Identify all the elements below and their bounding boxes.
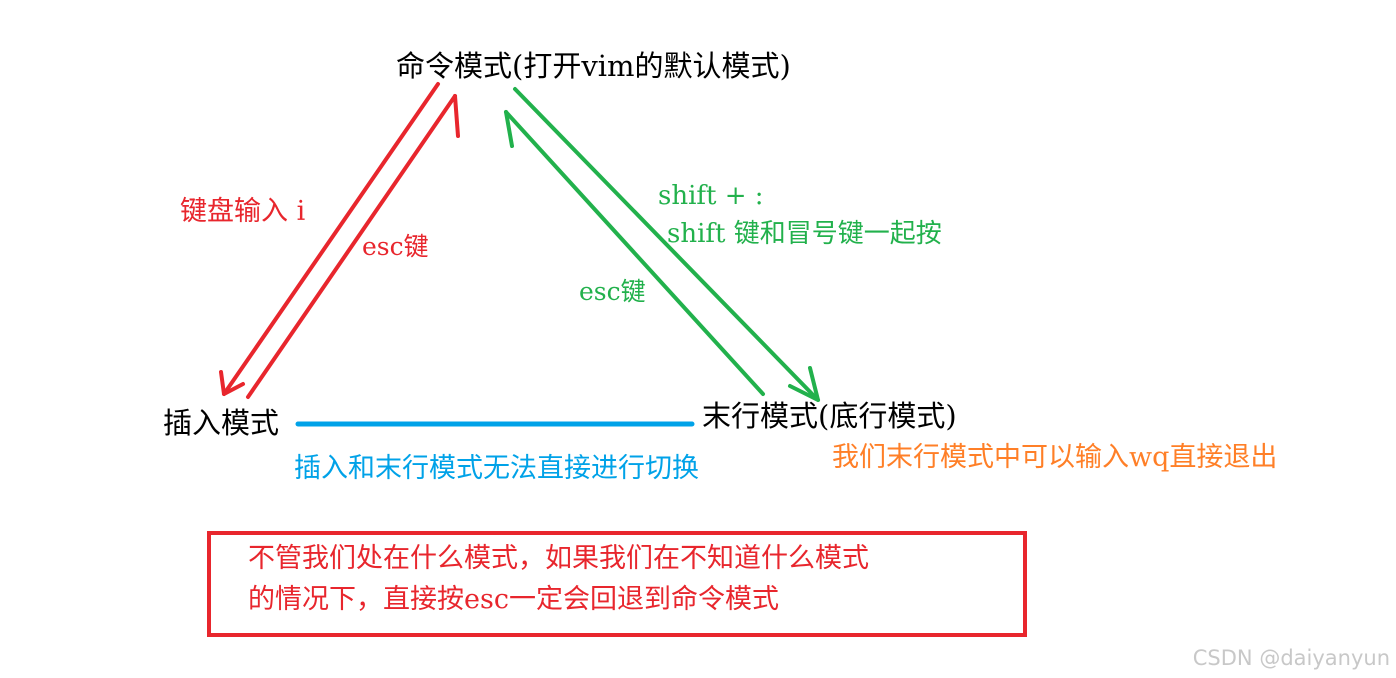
arrow-last-line-to-command	[504, 110, 765, 396]
label-shift-colon-desc: shift 键和冒号键一起按	[667, 219, 942, 249]
note-wq-exit: 我们末行模式中可以输入wq直接退出	[832, 442, 1278, 473]
note-no-direct-switch: 插入和末行模式无法直接进行切换	[294, 453, 699, 484]
arrow-command-to-last-line	[513, 87, 820, 402]
watermark: CSDN @daiyanyun	[1192, 646, 1390, 670]
node-last-line-mode: 末行模式(底行模式)	[702, 399, 957, 433]
node-insert-mode: 插入模式	[163, 406, 280, 440]
arrow-command-to-insert	[219, 82, 440, 396]
note-box-line-1: 不管我们处在什么模式，如果我们在不知道什么模式	[248, 543, 869, 574]
arrow-insert-to-command	[246, 94, 460, 399]
label-esc-insert: esc键	[362, 232, 429, 261]
label-shift-colon: shift + :	[658, 181, 764, 211]
label-keyboard-i: 键盘输入 i	[180, 196, 306, 227]
node-command-mode: 命令模式(打开vim的默认模式)	[396, 49, 791, 83]
note-box	[207, 531, 1027, 637]
note-box-line-2: 的情况下，直接按esc一定会回退到命令模式	[248, 584, 779, 615]
label-esc-last-line: esc键	[579, 277, 646, 306]
